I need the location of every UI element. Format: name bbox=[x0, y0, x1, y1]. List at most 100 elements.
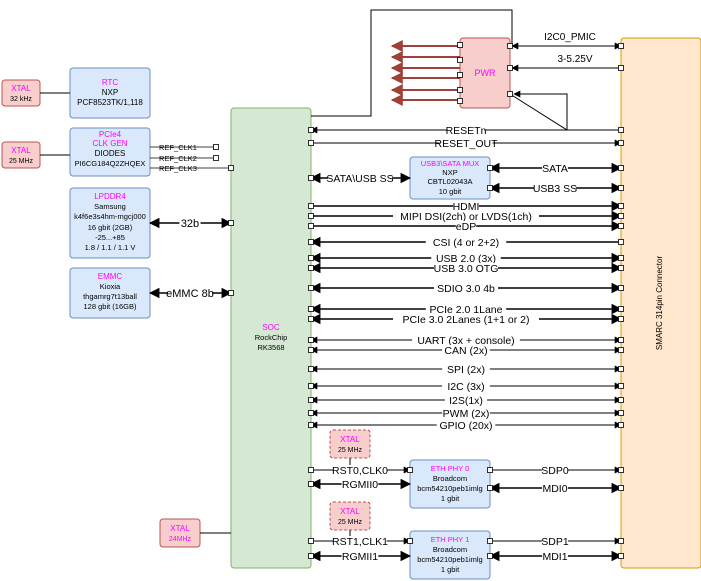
port-marker bbox=[618, 422, 624, 428]
xtal-frequency: 25 MHz bbox=[9, 158, 34, 165]
soc-part: RK3568 bbox=[257, 343, 284, 352]
label-background bbox=[453, 201, 479, 214]
lpddr4-temp: -25...+85 bbox=[95, 233, 125, 242]
port-marker bbox=[618, 213, 624, 219]
pwr-reset-line bbox=[509, 93, 568, 131]
port-marker bbox=[407, 467, 413, 473]
bus-label-reset_out: RESET_OUT bbox=[434, 138, 498, 150]
bus-label-gpio: GPIO (20x) bbox=[439, 420, 492, 432]
port-marker bbox=[308, 239, 314, 245]
clkgen-part: PI6CG184Q2ZHQEX bbox=[75, 159, 146, 168]
label-background bbox=[412, 335, 520, 348]
emmc-bus-label: eMMC 8b bbox=[166, 288, 214, 300]
port-marker bbox=[618, 43, 624, 49]
clkgen-vendor: DIODES bbox=[95, 149, 126, 158]
port-marker bbox=[308, 127, 314, 133]
label-background bbox=[327, 173, 393, 186]
pwr-reset-line bbox=[513, 90, 568, 130]
bus-label-edp: eDP bbox=[456, 221, 476, 233]
pwr-title: PWR bbox=[475, 68, 496, 78]
port-marker bbox=[618, 397, 624, 403]
port-marker bbox=[308, 347, 314, 353]
emmc-size: 128 gbit (16GB) bbox=[84, 302, 137, 311]
port-marker bbox=[507, 43, 513, 49]
bus-label-pwm: PWM (2x) bbox=[443, 408, 490, 420]
mdi0-label: MDI0 bbox=[542, 483, 567, 495]
port-marker bbox=[618, 347, 624, 353]
label-background bbox=[436, 420, 496, 433]
smarc-connector-block[interactable] bbox=[620, 37, 701, 569]
port-marker bbox=[618, 337, 624, 343]
eth-phy0-speed: 1 gbit bbox=[441, 494, 460, 503]
xtal-title: XTAL bbox=[11, 84, 31, 93]
port-marker bbox=[308, 481, 314, 487]
port-marker bbox=[308, 306, 314, 312]
label-background bbox=[333, 465, 387, 478]
port-marker bbox=[308, 538, 314, 544]
port-marker bbox=[487, 467, 493, 473]
bus-label-i2c: I2C (3x) bbox=[447, 381, 484, 393]
rtc-part: PCF8523TK/1,118 bbox=[77, 98, 143, 107]
rtc-title: RTC bbox=[102, 78, 119, 87]
label-background bbox=[333, 536, 387, 549]
clkgen-block[interactable] bbox=[69, 127, 151, 177]
label-background bbox=[425, 237, 507, 250]
label-background bbox=[542, 163, 568, 176]
label-background bbox=[542, 465, 568, 478]
port-marker bbox=[507, 91, 513, 97]
port-marker bbox=[308, 422, 314, 428]
port-marker bbox=[308, 223, 314, 229]
mdi1-label: MDI1 bbox=[542, 551, 567, 563]
usb3-ss-label: USB3 SS bbox=[533, 183, 577, 195]
port-marker bbox=[457, 72, 463, 78]
lpddr4-size: 16 gbit (2GB) bbox=[88, 223, 133, 232]
xtal-frequency: 25 MHz bbox=[338, 519, 363, 526]
port-marker bbox=[308, 140, 314, 146]
port-marker bbox=[618, 165, 624, 171]
port-marker bbox=[487, 485, 493, 491]
port-marker bbox=[618, 316, 624, 322]
label-background bbox=[542, 483, 568, 496]
port-marker bbox=[487, 538, 493, 544]
port-marker bbox=[457, 42, 463, 48]
label-background bbox=[447, 125, 485, 138]
port-marker bbox=[407, 538, 413, 544]
sdp1-label: SDP1 bbox=[541, 536, 569, 548]
port-marker bbox=[457, 87, 463, 93]
label-background bbox=[439, 138, 493, 151]
port-marker bbox=[618, 467, 624, 473]
mux-title: USB3\SATA MUX bbox=[421, 159, 480, 168]
emmc-title: EMMC bbox=[98, 272, 123, 281]
lpddr4-voltage: 1.8 / 1.1 / 1.1 V bbox=[85, 243, 136, 252]
port-marker bbox=[618, 239, 624, 245]
port-marker bbox=[618, 127, 624, 133]
xtal-title: XTAL bbox=[170, 524, 190, 533]
label-background bbox=[433, 263, 499, 276]
bus-label-uart: UART (3x + console) bbox=[417, 335, 514, 347]
label-background bbox=[179, 217, 201, 231]
eth-phy0-part: bcm54210peb1imlg bbox=[417, 484, 482, 493]
bus-label-pcie2: PCIe 2.0 1Lane bbox=[430, 304, 503, 316]
label-background bbox=[341, 479, 379, 492]
port-marker bbox=[487, 185, 493, 191]
lpddr4-part: k4f6e3s4hm-mgcj000 bbox=[74, 212, 146, 221]
port-marker bbox=[308, 175, 314, 181]
bus-label-hdmi: HDMI bbox=[453, 201, 480, 213]
port-marker bbox=[308, 213, 314, 219]
rgmii1-label: RGMII1 bbox=[342, 551, 378, 563]
bus-label-sdio: SDIO 3.0 4b bbox=[437, 283, 495, 295]
label-background bbox=[455, 221, 477, 234]
bus-label-can: CAN (2x) bbox=[444, 345, 487, 357]
port-marker bbox=[618, 485, 624, 491]
port-marker bbox=[308, 316, 314, 322]
xtal-frequency: 32 kHz bbox=[10, 96, 32, 103]
lpddr4-vendor: Samsung bbox=[94, 202, 126, 211]
port-marker bbox=[308, 410, 314, 416]
port-marker bbox=[308, 553, 314, 559]
mux-vendor: NXP bbox=[442, 168, 457, 177]
sata-label: SATA bbox=[542, 163, 568, 175]
port-marker bbox=[308, 337, 314, 343]
ref-clock-label: REF_CLK2 bbox=[159, 154, 197, 163]
